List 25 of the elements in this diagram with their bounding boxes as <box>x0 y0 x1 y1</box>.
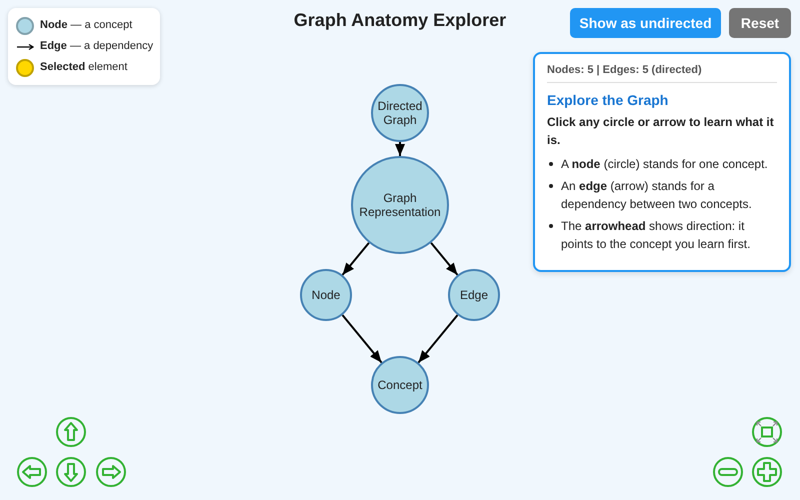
concept-circle <box>371 356 429 414</box>
arrow <box>430 242 458 276</box>
arrow <box>342 314 382 364</box>
arrow <box>342 242 370 276</box>
node-label: Edge <box>460 288 488 302</box>
graph-stats: Nodes: 5 | Edges: 5 (directed) <box>547 64 703 78</box>
concept-circle <box>448 269 500 321</box>
instruction-text: Click any circle or arrow to learn what it is. <box>547 114 775 149</box>
arrow <box>395 142 405 156</box>
reset-button: Reset <box>729 8 791 38</box>
node-label: Directed Graph <box>376 99 424 127</box>
node-label: Graph Representation <box>358 191 442 219</box>
bullet-text: A node (circle) stands for one concept. <box>561 156 768 173</box>
node-label: Node <box>312 288 340 302</box>
panel-heading: Explore the Graph <box>547 92 670 108</box>
undirected-toggle-button: Show as undirected <box>570 8 721 38</box>
bullet-text: An edge (arrow) stands for a dependency between two concepts. <box>561 178 753 213</box>
concept-circle <box>300 269 352 321</box>
arrow <box>418 314 458 364</box>
node-label: Concept <box>378 378 422 392</box>
legend-text: Edge — a dependency <box>40 40 154 52</box>
bullet-text: The arrowhead shows direction: it points to the concept you learn first. <box>561 218 752 253</box>
page-title: Graph Anatomy Explorer <box>294 10 506 31</box>
legend-text: Node — a concept <box>40 19 132 31</box>
legend-text: Selected element <box>40 61 128 73</box>
